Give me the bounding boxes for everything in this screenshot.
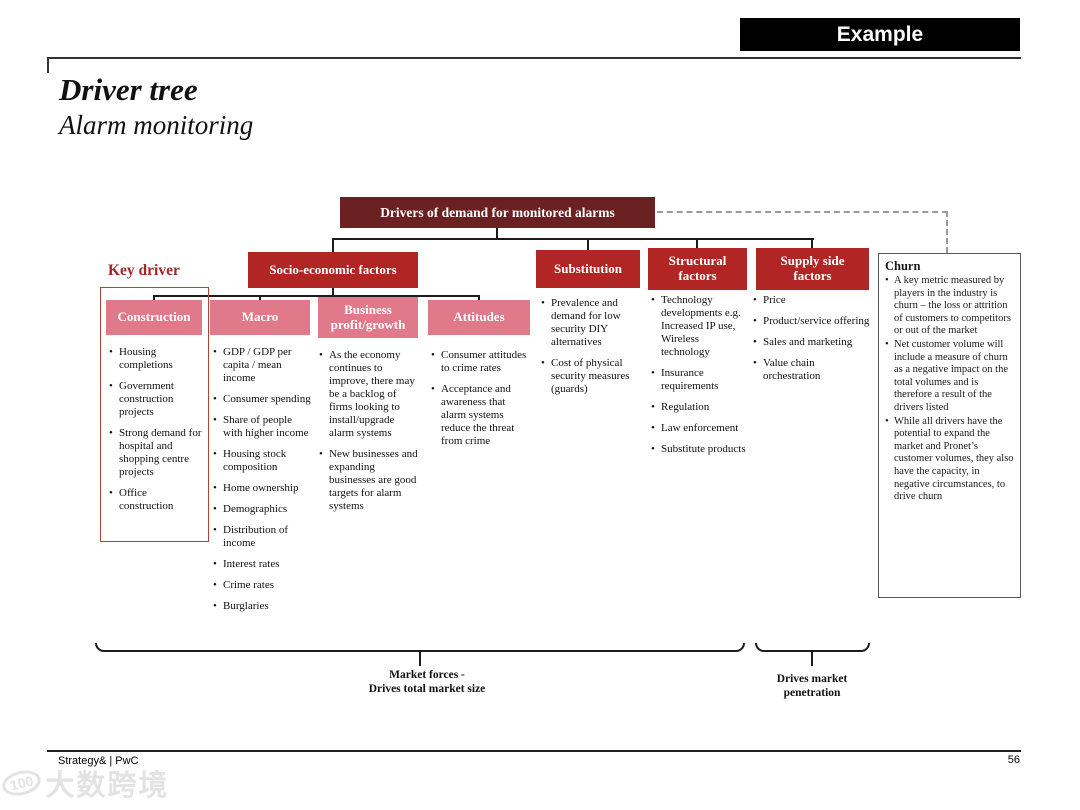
node-label: Substitution (554, 260, 622, 276)
bullet-item: Distribution of income (212, 524, 312, 550)
bullets-business-profit-growth: As the economy continues to improve, the… (318, 349, 422, 521)
node-label: Construction (117, 309, 191, 325)
bullet-item: Consumer attitudes to crime rates (430, 349, 530, 375)
node-root: Drivers of demand for monitored alarms (340, 197, 655, 228)
bracket-market-penetration-stem (811, 651, 813, 666)
node-structural-factors: Structural factors (648, 248, 747, 290)
node-label: Attitudes (453, 309, 505, 325)
bracket-market-forces-label: Market forces - Drives total market size (277, 668, 577, 697)
footer-rule (47, 750, 1021, 752)
bracket-label-line: Drives market (776, 673, 848, 685)
header-rule-tick (47, 57, 49, 73)
bullet-item: Interest rates (212, 558, 312, 571)
bullet-item: Office construction (108, 487, 202, 513)
bullets-supply-side-factors: PriceProduct/service offeringSales and m… (752, 294, 870, 391)
connector-level2-rail (332, 238, 814, 240)
bullets-substitution: Prevalence and demand for low security D… (540, 297, 640, 404)
node-label: Structural factors (668, 253, 727, 283)
bullet-item: As the economy continues to improve, the… (318, 349, 422, 440)
bullet-item: Sales and marketing (752, 336, 870, 349)
bracket-market-forces-stem (419, 651, 421, 666)
bullet-item: Product/service offering (752, 315, 870, 328)
bracket-market-penetration-label: Drives market penetration (742, 672, 882, 701)
node-business-profit-growth: Business profit/growth (318, 297, 418, 338)
connector-socio-stem-down (332, 288, 334, 296)
key-driver-outline (100, 287, 209, 542)
connector-dashed-vertical (946, 211, 948, 253)
connector-level3-rail (153, 295, 480, 297)
connector-stem-supply (811, 238, 813, 249)
connector-stem-structural (696, 238, 698, 249)
bullet-item: Prevalence and demand for low security D… (540, 297, 640, 349)
connector-root-stem (496, 228, 498, 238)
bullet-item: Net customer volume will include a measu… (885, 339, 1015, 415)
key-driver-label: Key driver (108, 262, 180, 279)
bullet-item: Substitute products (650, 443, 750, 456)
page-number: 56 (1007, 754, 1020, 766)
example-banner-label: Example (836, 23, 924, 46)
node-label: Macro (241, 309, 279, 325)
bullet-item: Government construction projects (108, 380, 202, 419)
watermark-logo-icon: 100 (0, 766, 44, 800)
node-attitudes: Attitudes (428, 300, 530, 335)
bullet-item: New businesses and expanding businesses … (318, 448, 422, 513)
bullet-item: Acceptance and awareness that alarm syst… (430, 383, 530, 448)
connector-stem-construction (153, 295, 155, 302)
bullet-item: Insurance requirements (650, 367, 750, 393)
bracket-label-line: Drives total market size (368, 683, 486, 696)
churn-title: Churn (885, 259, 921, 273)
connector-stem-substitution (587, 238, 589, 251)
bracket-label-line: penetration (783, 687, 841, 700)
churn-callout-box: Churn A key metric measured by players i… (878, 253, 1021, 598)
bullet-item: Consumer spending (212, 393, 312, 406)
node-label: Business profit/growth (330, 301, 406, 332)
watermark: 100 大数跨境 (0, 762, 170, 804)
node-macro: Macro (210, 300, 310, 335)
connector-dashed-horizontal (657, 211, 948, 213)
node-substitution: Substitution (536, 250, 640, 288)
bullets-structural-factors: Technology developments e.g. Increased I… (650, 294, 750, 464)
bullet-item: Law enforcement (650, 422, 750, 435)
bullet-item: Housing stock composition (212, 448, 312, 474)
page-subtitle: Alarm monitoring (59, 110, 254, 140)
node-label: Supply side factors (780, 253, 845, 283)
bullets-macro: GDP / GDP per capita / mean incomeConsum… (212, 346, 312, 621)
bullet-item: While all drivers have the potential to … (885, 416, 1015, 504)
connector-stem-attitudes (478, 295, 480, 302)
node-supply-side-factors: Supply side factors (756, 248, 869, 290)
node-construction: Construction (106, 300, 202, 335)
page-title: Driver tree (59, 72, 198, 107)
bullet-item: Technology developments e.g. Increased I… (650, 294, 750, 359)
bracket-label-line: Market forces - (389, 669, 465, 681)
bullet-item: Value chain orchestration (752, 357, 870, 383)
node-label: Socio-economic factors (269, 261, 397, 277)
bullet-item: Regulation (650, 401, 750, 414)
bullet-item: Strong demand for hospital and shopping … (108, 427, 202, 479)
node-root-label: Drivers of demand for monitored alarms (380, 204, 615, 220)
bullet-item: Crime rates (212, 579, 312, 592)
bullets-construction: Housing completionsGovernment constructi… (108, 346, 202, 521)
bullet-item: Share of people with higher income (212, 414, 312, 440)
bullet-item: Price (752, 294, 870, 307)
bullet-item: Housing completions (108, 346, 202, 372)
bullet-item: Home ownership (212, 482, 312, 495)
bullet-item: A key metric measured by players in the … (885, 275, 1015, 338)
connector-stem-macro (259, 295, 261, 302)
header-rule (47, 57, 1021, 59)
bullet-item: Demographics (212, 503, 312, 516)
example-banner: Example (740, 18, 1020, 51)
bullet-item: GDP / GDP per capita / mean income (212, 346, 312, 385)
node-socio-economic-factors: Socio-economic factors (248, 252, 418, 288)
bullets-attitudes: Consumer attitudes to crime ratesAccepta… (430, 349, 530, 456)
watermark-text: 大数跨境 (45, 770, 170, 802)
churn-bullets: A key metric measured by players in the … (885, 275, 1015, 504)
bullet-item: Burglaries (212, 600, 312, 613)
bullet-item: Cost of physical security measures (guar… (540, 357, 640, 396)
footer-brand: Strategy& | PwC (58, 755, 139, 767)
connector-stem-socio (332, 238, 334, 253)
